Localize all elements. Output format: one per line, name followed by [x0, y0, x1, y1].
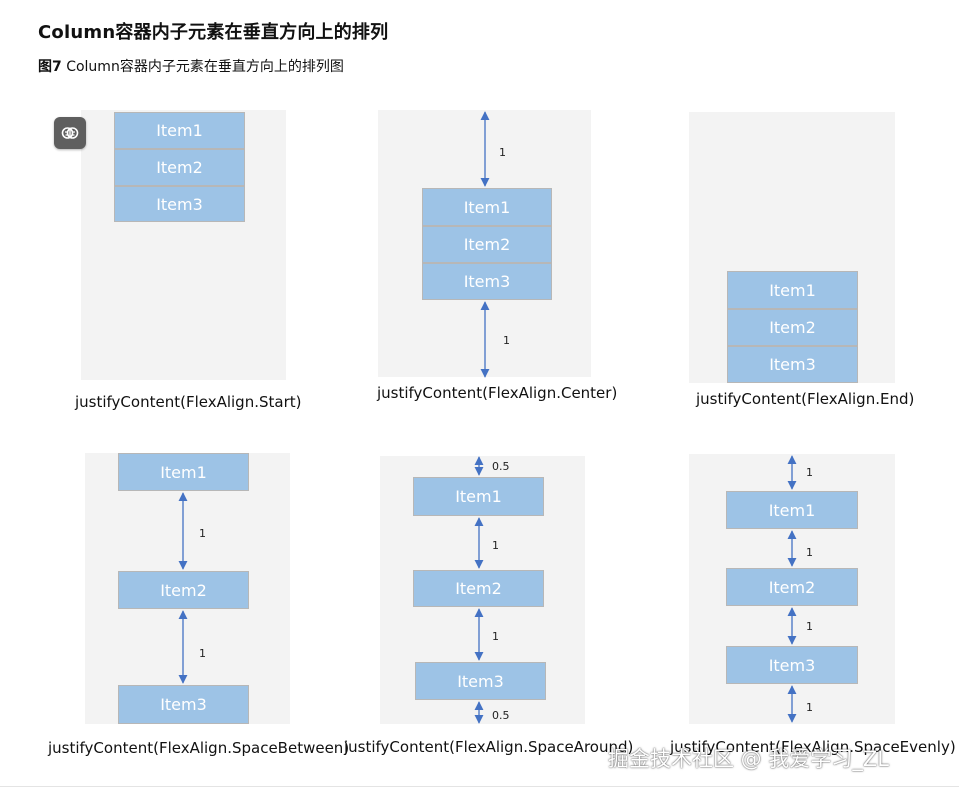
diagram-space-between-gap2: 1 [199, 647, 206, 660]
diagram-space-between-caption: justifyContent(FlexAlign.SpaceBetween) [48, 739, 350, 757]
diagram-center-item1: Item1 [422, 188, 552, 226]
diagram-space-around-item2: Item2 [413, 570, 544, 607]
diagram-center-item3: Item3 [422, 263, 552, 300]
diagram-end-item2: Item2 [727, 309, 858, 346]
diagram-space-around-gap-bottom: 0.5 [492, 709, 510, 722]
diagram-space-around-item3: Item3 [415, 662, 546, 700]
diagram-center-caption: justifyContent(FlexAlign.Center) [377, 384, 618, 402]
diagram-space-evenly-gap-top: 1 [806, 466, 813, 479]
diagram-start-item1: Item1 [114, 112, 245, 149]
diagram-center-gap-top: 1 [499, 146, 506, 159]
diagram-space-evenly-item1: Item1 [726, 491, 858, 529]
diagram-start-item2: Item2 [114, 149, 245, 186]
bottom-divider [0, 786, 959, 787]
figure-caption: 图7 Column容器内子元素在垂直方向上的排列图 [38, 56, 344, 76]
diagram-end-item1: Item1 [727, 271, 858, 309]
figure-number: 图7 [38, 59, 62, 75]
diagram-space-around-gap1: 1 [492, 539, 499, 552]
diagram-space-evenly-item3: Item3 [726, 646, 858, 684]
ai-assistant-button[interactable] [54, 117, 86, 149]
diagram-space-around-gap-top: 0.5 [492, 460, 510, 473]
diagram-space-evenly-gap-bottom: 1 [806, 701, 813, 714]
diagram-end-item3: Item3 [727, 346, 858, 383]
diagram-space-evenly-gap2: 1 [806, 620, 813, 633]
diagram-space-evenly-gap1: 1 [806, 546, 813, 559]
diagram-space-between-item3: Item3 [118, 685, 249, 724]
diagram-start-item3: Item3 [114, 186, 245, 222]
page-title: Column容器内子元素在垂直方向上的排列 [38, 22, 389, 43]
diagram-space-between-gap1: 1 [199, 527, 206, 540]
diagram-space-around-gap2: 1 [492, 630, 499, 643]
diagram-space-evenly-item2: Item2 [726, 568, 858, 606]
diagram-center-gap-bottom: 1 [503, 334, 510, 347]
diagram-start-caption: justifyContent(FlexAlign.Start) [75, 393, 302, 411]
figure-caption-text: Column容器内子元素在垂直方向上的排列图 [66, 59, 344, 75]
watermark: 掘金技术社区 @ 我爱学习_ZL [608, 747, 889, 771]
diagram-space-between-item1: Item1 [118, 453, 249, 491]
diagram-space-evenly-caption: justifyContent(FlexAlign.SpaceEvenly) [670, 738, 956, 756]
diagram-space-around-caption: justifyContent(FlexAlign.SpaceAround) [344, 738, 634, 756]
diagram-center-item2: Item2 [422, 226, 552, 263]
brain-icon [61, 127, 79, 139]
diagram-space-between-item2: Item2 [118, 571, 249, 609]
diagram-space-around-item1: Item1 [413, 477, 544, 516]
diagram-end-caption: justifyContent(FlexAlign.End) [696, 390, 915, 408]
